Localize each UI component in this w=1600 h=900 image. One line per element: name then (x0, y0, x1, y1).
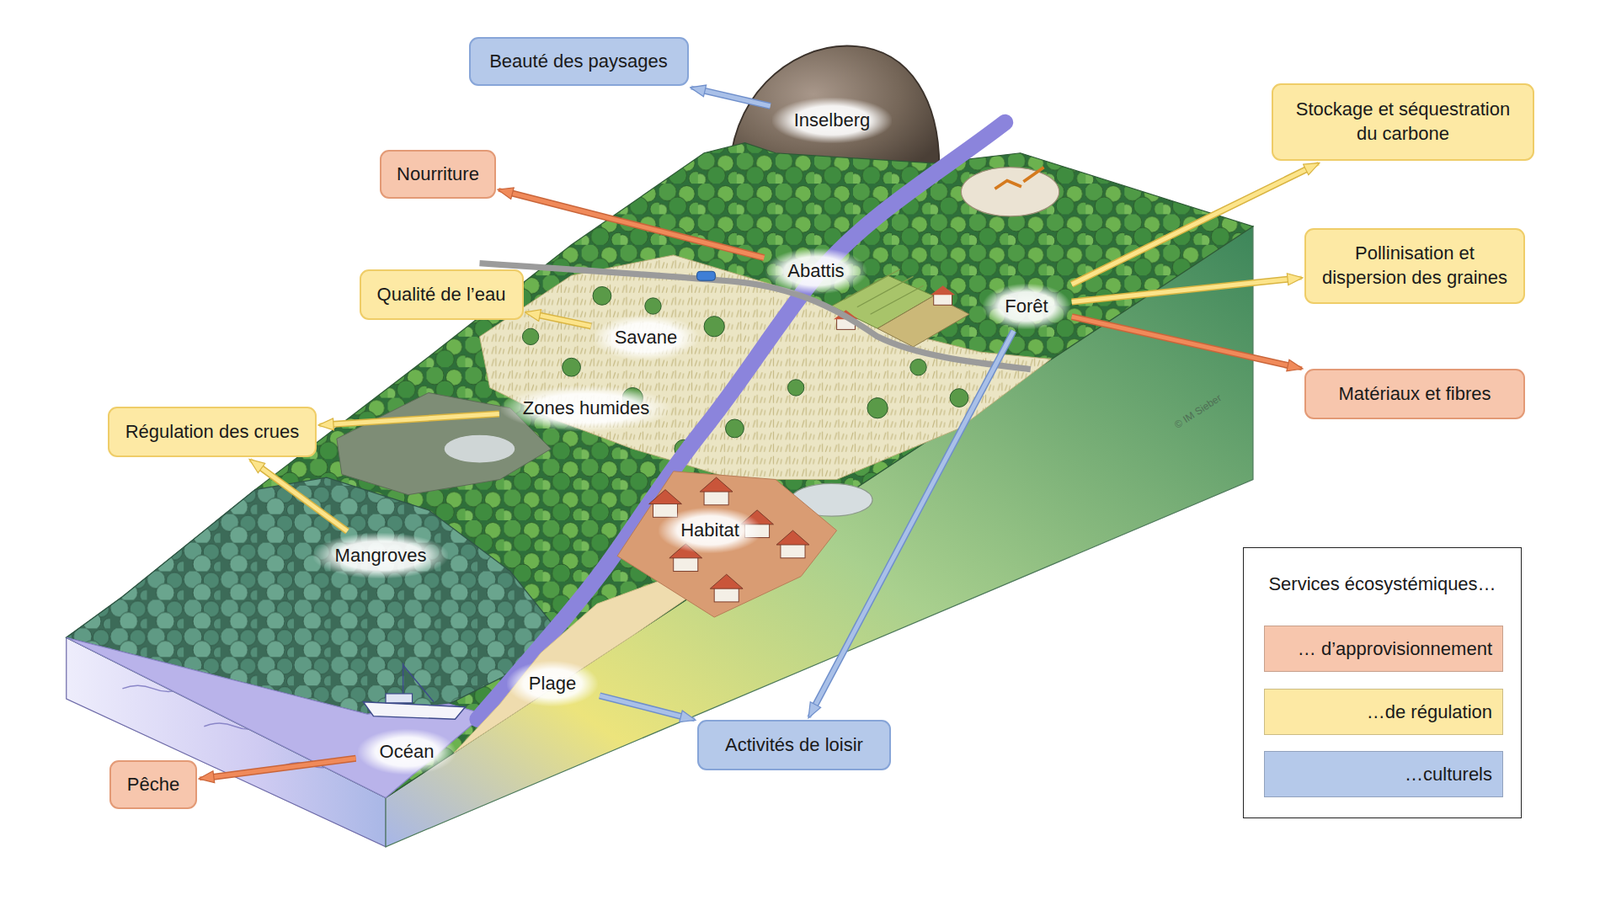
landscape-label: Forêt (982, 283, 1070, 330)
legend-swatch: …culturels (1264, 751, 1504, 798)
service-arrow (1072, 277, 1302, 302)
arrow-line (1072, 316, 1302, 369)
node-text: Plage (528, 672, 576, 695)
service-arrow (526, 312, 592, 326)
arrow-line (498, 189, 764, 258)
service-box: Régulation des crues (107, 406, 317, 458)
service-box: Nourriture (379, 149, 496, 199)
service-arrow (250, 459, 348, 532)
node-text: Beauté des paysages (489, 49, 668, 75)
node-text: Inselberg (794, 109, 871, 132)
legend-text: …de régulation (1366, 701, 1493, 724)
node-text: Stockage et séquestration du carbone (1283, 97, 1523, 146)
node-text: Savane (614, 326, 678, 349)
service-box: Qualité de l’eau (359, 269, 524, 320)
node-text: Qualité de l’eau (377, 282, 507, 308)
arrow-line (1072, 277, 1302, 302)
arrow-line (526, 312, 592, 326)
node-text: Matériaux et fibres (1338, 382, 1492, 407)
node-text: Pêche (127, 773, 180, 798)
arrow-line (808, 330, 1014, 718)
node-text: Zones humides (522, 397, 650, 420)
service-box: Activités de loisir (697, 720, 891, 771)
node-text: Océan (379, 741, 435, 763)
service-box: Pollinisation et dispersion des graines (1304, 228, 1526, 304)
service-arrow (599, 695, 695, 720)
landscape-label: Abattis (765, 248, 866, 294)
legend-title: Services écosystémiques… (1243, 573, 1521, 596)
service-arrow (691, 87, 771, 107)
node-text: Mangroves (335, 544, 427, 567)
service-arrow (319, 414, 500, 426)
service-arrow (1072, 316, 1302, 369)
legend-text: … d’approvisionnement (1297, 638, 1493, 661)
arrow-line (250, 459, 348, 532)
legend-swatch: … d’approvisionnement (1264, 625, 1504, 672)
landscape-label: Savane (592, 314, 700, 361)
arrow-line (599, 695, 695, 720)
service-arrow (199, 758, 357, 779)
service-box: Stockage et séquestration du carbone (1271, 83, 1535, 161)
arrow-line (691, 87, 771, 107)
service-arrow (498, 189, 764, 258)
service-box: Beauté des paysages (469, 37, 689, 86)
landscape-label: Mangroves (313, 533, 449, 579)
landscape-label: Inselberg (772, 97, 893, 144)
node-text: Habitat (680, 519, 740, 542)
landscape-label: Zones humides (501, 385, 672, 432)
service-box: Pêche (109, 760, 198, 810)
landscape-label: Plage (506, 661, 598, 707)
node-text: Activités de loisir (725, 733, 864, 758)
arrow-line (199, 758, 357, 779)
node-text: Nourriture (396, 162, 480, 187)
node-text: Abattis (787, 260, 844, 283)
arrow-line (319, 414, 500, 426)
node-text: Pollinisation et dispersion des graines (1316, 241, 1514, 290)
arrow-line (1072, 163, 1319, 285)
legend-text: …culturels (1404, 763, 1493, 786)
legend-swatch: …de régulation (1264, 688, 1504, 736)
landscape-label: Habitat (658, 507, 762, 554)
node-text: Forêt (1004, 295, 1048, 318)
service-arrow (1072, 163, 1319, 285)
service-arrow (808, 330, 1014, 718)
node-text: Régulation des crues (125, 420, 300, 445)
legend-box: Services écosystémiques… … d’approvisionn… (1242, 547, 1522, 819)
landscape-label: Océan (357, 729, 457, 775)
service-box: Matériaux et fibres (1304, 368, 1526, 420)
